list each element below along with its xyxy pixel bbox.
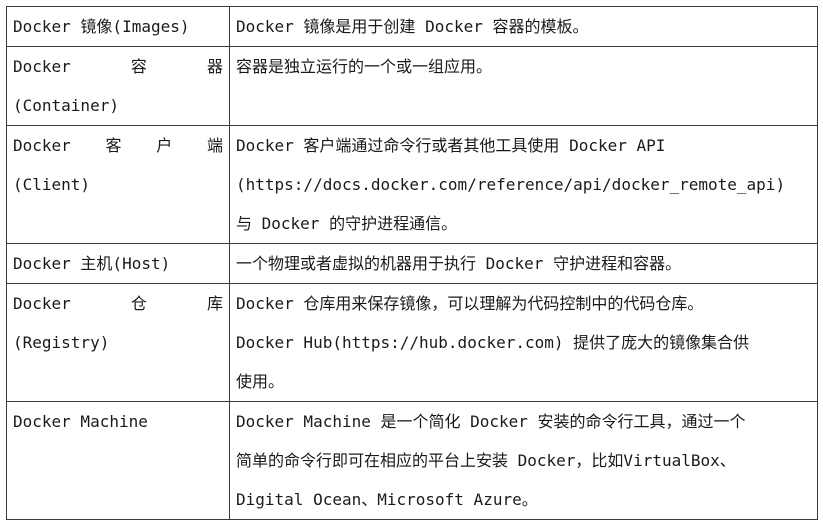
term-english: (Client) — [13, 175, 91, 194]
description-line: Docker 仓库用来保存镜像，可以理解为代码控制中的代码仓库。 — [236, 294, 704, 313]
term-word: 器 — [206, 57, 223, 76]
term-cell: Docker Machine — [6, 401, 230, 520]
term-word: 端 — [206, 136, 223, 155]
description-text: Docker 客户端通过命令行或者其他工具使用 Docker API — [236, 136, 666, 155]
term-cell: Docker 客 户 端 (Client) — [6, 125, 230, 244]
term-english: (Container) — [13, 96, 119, 115]
term-word: 户 — [156, 136, 173, 155]
description-cell: 容器是独立运行的一个或一组应用。 — [229, 46, 818, 126]
description-cell: Docker 镜像是用于创建 Docker 容器的模板。 — [229, 6, 818, 47]
description-line: 与 Docker 的守护进程通信。 — [236, 214, 458, 233]
term-word: 仓 — [130, 294, 147, 313]
description-text: 一个物理或者虚拟的机器用于执行 Docker 守护进程和容器。 — [236, 254, 682, 273]
description-line: Digital Ocean、Microsoft Azure。 — [236, 490, 538, 509]
table-row: Docker 客 户 端 (Client) Docker 客户端通过命令行或者其… — [6, 125, 818, 244]
term-word: 客 — [105, 136, 122, 155]
term-cell: Docker 主机(Host) — [6, 243, 230, 284]
term-line: Docker 容 器 — [13, 47, 223, 86]
table-row: Docker Machine Docker Machine 是一个简化 Dock… — [6, 401, 818, 520]
table-row: Docker 镜像(Images) Docker 镜像是用于创建 Docker … — [6, 6, 818, 47]
term-cell: Docker 仓 库 (Registry) — [6, 283, 230, 402]
term-word: Docker — [13, 294, 71, 313]
term-word: Docker — [13, 57, 71, 76]
term-word: 库 — [206, 294, 223, 313]
term-line: Docker 仓 库 — [13, 284, 223, 323]
table-row: Docker 主机(Host) 一个物理或者虚拟的机器用于执行 Docker 守… — [6, 243, 818, 284]
description-text: 容器是独立运行的一个或一组应用。 — [236, 57, 493, 76]
term-text: Docker 主机(Host) — [13, 254, 171, 273]
term-text: Docker Machine — [13, 412, 148, 431]
description-cell: Docker 仓库用来保存镜像，可以理解为代码控制中的代码仓库。 Docker … — [229, 283, 818, 402]
docker-concepts-table: Docker 镜像(Images) Docker 镜像是用于创建 Docker … — [6, 6, 818, 520]
description-cell: 一个物理或者虚拟的机器用于执行 Docker 守护进程和容器。 — [229, 243, 818, 284]
description-cell: Docker 客户端通过命令行或者其他工具使用 Docker API (http… — [229, 125, 818, 244]
term-text: Docker 镜像(Images) — [13, 17, 190, 36]
term-cell: Docker 镜像(Images) — [6, 6, 230, 47]
term-cell: Docker 容 器 (Container) — [6, 46, 230, 126]
term-word: Docker — [13, 136, 71, 155]
description-line: Docker 客户端通过命令行或者其他工具使用 Docker API — [236, 126, 811, 165]
description-line: Docker Hub(https://hub.docker.com) 提供了庞大… — [236, 333, 750, 352]
description-line: 使用。 — [236, 372, 285, 391]
description-text: Docker 镜像是用于创建 Docker 容器的模板。 — [236, 17, 589, 36]
description-line: (https://docs.docker.com/reference/api/d… — [236, 175, 786, 194]
table-row: Docker 仓 库 (Registry) Docker 仓库用来保存镜像，可以… — [6, 283, 818, 402]
description-line: Docker Machine 是一个简化 Docker 安装的命令行工具，通过一… — [236, 412, 746, 431]
term-word: 容 — [130, 57, 147, 76]
term-line: Docker 客 户 端 — [13, 126, 223, 165]
table-row: Docker 容 器 (Container) 容器是独立运行的一个或一组应用。 — [6, 46, 818, 126]
term-english: (Registry) — [13, 333, 110, 352]
description-line: 简单的命令行即可在相应的平台上安装 Docker，比如VirtualBox、 — [236, 451, 736, 470]
description-cell: Docker Machine 是一个简化 Docker 安装的命令行工具，通过一… — [229, 401, 818, 520]
